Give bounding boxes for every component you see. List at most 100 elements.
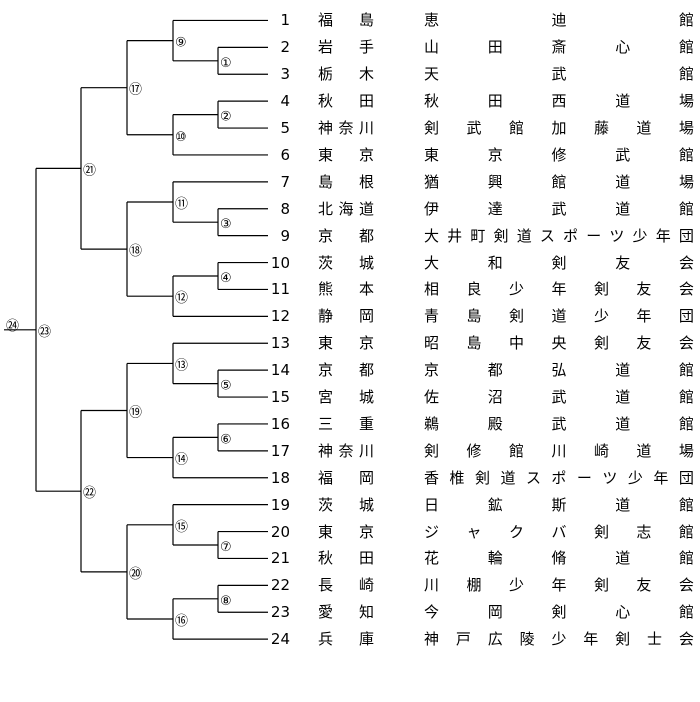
entry-team: 山田斎心館 <box>424 38 694 57</box>
entry-team: 秋田西道場 <box>424 92 694 111</box>
match-number: ⑰ <box>129 83 142 98</box>
entry-team: 今岡剣心館 <box>424 603 694 622</box>
entry-seed: 20 <box>270 522 290 541</box>
entry-row: 4 秋田 秋田西道場 <box>0 89 700 113</box>
match-number: ⑫ <box>175 291 188 306</box>
entry-row: 24 兵庫 神戸広陵少年剣士会 <box>0 627 700 651</box>
match-number: ③ <box>220 217 232 232</box>
entry-prefecture: 兵庫 <box>318 630 374 649</box>
match-number: ⑭ <box>175 453 188 468</box>
match-number: ① <box>220 56 232 71</box>
entry-team: 川棚少年剣友会 <box>424 576 694 595</box>
entry-row: 18 福岡 香椎剣道スポーツ少年団 <box>0 466 700 490</box>
entry-prefecture: 秋田 <box>318 92 374 111</box>
match-number: ㉑ <box>83 163 96 178</box>
match-number: ⑪ <box>175 197 188 212</box>
entry-prefecture: 京都 <box>318 361 374 380</box>
entry-row: 17 神奈川 剣修館川崎道場 <box>0 439 700 463</box>
entry-prefecture: 東京 <box>318 522 374 541</box>
entry-team: 猶興館道場 <box>424 172 694 191</box>
entry-seed: 2 <box>280 38 290 57</box>
entry-seed: 10 <box>270 253 290 272</box>
entry-prefecture: 茨城 <box>318 495 374 514</box>
entry-prefecture: 島根 <box>318 172 374 191</box>
entry-seed: 4 <box>280 92 290 111</box>
entry-seed: 11 <box>270 280 290 299</box>
entry-team: 日鉱斯道館 <box>424 495 694 514</box>
match-number: ⑳ <box>129 567 142 582</box>
entry-prefecture: 秋田 <box>318 549 374 568</box>
entry-prefecture: 福島 <box>318 11 374 30</box>
match-number: ⑱ <box>129 244 142 259</box>
entry-team: 天武館 <box>424 65 694 84</box>
entry-prefecture: 東京 <box>318 145 374 164</box>
entry-team: 青島剣道少年団 <box>424 307 694 326</box>
entry-row: 13 東京 昭島中央剣友会 <box>0 331 700 355</box>
entry-seed: 24 <box>270 630 290 649</box>
entry-prefecture: 茨城 <box>318 253 374 272</box>
entry-team: 京都弘道館 <box>424 361 694 380</box>
entry-row: 7 島根 猶興館道場 <box>0 170 700 194</box>
match-number: ㉓ <box>38 325 51 340</box>
entry-prefecture: 岩手 <box>318 38 374 57</box>
entry-seed: 7 <box>280 172 290 191</box>
match-number: ④ <box>220 271 232 286</box>
entry-row: 8 北海道 伊達武道館 <box>0 197 700 221</box>
entry-row: 12 静岡 青島剣道少年団 <box>0 304 700 328</box>
entry-seed: 12 <box>270 307 290 326</box>
entry-team: 昭島中央剣友会 <box>424 334 694 353</box>
entry-prefecture: 神奈川 <box>318 441 374 460</box>
entry-prefecture: 福岡 <box>318 468 374 487</box>
entry-seed: 23 <box>270 603 290 622</box>
entry-row: 9 京都 大井町剣道スポーツ少年団 <box>0 224 700 248</box>
entry-seed: 19 <box>270 495 290 514</box>
entry-row: 23 愛知 今岡剣心館 <box>0 600 700 624</box>
entry-prefecture: 神奈川 <box>318 119 374 138</box>
entry-team: 剣修館川崎道場 <box>424 441 694 460</box>
entry-row: 19 茨城 日鉱斯道館 <box>0 493 700 517</box>
entry-row: 10 茨城 大和剣友会 <box>0 251 700 275</box>
entry-seed: 21 <box>270 549 290 568</box>
entry-team: 神戸広陵少年剣士会 <box>424 630 694 649</box>
match-number: ⑩ <box>175 130 187 145</box>
entry-seed: 13 <box>270 334 290 353</box>
entry-seed: 18 <box>270 468 290 487</box>
entry-seed: 9 <box>280 226 290 245</box>
match-number: ⑧ <box>220 594 232 609</box>
entry-prefecture: 静岡 <box>318 307 374 326</box>
match-number: ⑦ <box>220 540 232 555</box>
entry-prefecture: 京都 <box>318 226 374 245</box>
entry-seed: 17 <box>270 441 290 460</box>
match-number: ⑬ <box>175 358 188 373</box>
entry-team: 佐沼武道館 <box>424 388 694 407</box>
entry-team: 大井町剣道スポーツ少年団 <box>424 226 694 245</box>
entry-seed: 5 <box>280 119 290 138</box>
entry-prefecture: 長崎 <box>318 576 374 595</box>
entry-prefecture: 愛知 <box>318 603 374 622</box>
entry-seed: 3 <box>280 65 290 84</box>
entry-seed: 16 <box>270 414 290 433</box>
entry-prefecture: 東京 <box>318 334 374 353</box>
match-number: ㉒ <box>83 486 96 501</box>
entry-prefecture: 栃木 <box>318 65 374 84</box>
entry-prefecture: 北海道 <box>318 199 374 218</box>
entry-seed: 14 <box>270 361 290 380</box>
entry-row: 11 熊本 相良少年剣友会 <box>0 277 700 301</box>
entry-row: 3 栃木 天武館 <box>0 62 700 86</box>
entry-team: 大和剣友会 <box>424 253 694 272</box>
match-number: ⑨ <box>175 36 187 51</box>
entry-team: 伊達武道館 <box>424 199 694 218</box>
entry-team: 香椎剣道スポーツ少年団 <box>424 468 694 487</box>
entry-team: 恵迪館 <box>424 11 694 30</box>
entry-team: 相良少年剣友会 <box>424 280 694 299</box>
entry-team: 鵜殿武道館 <box>424 414 694 433</box>
entry-seed: 8 <box>280 199 290 218</box>
entry-prefecture: 熊本 <box>318 280 374 299</box>
